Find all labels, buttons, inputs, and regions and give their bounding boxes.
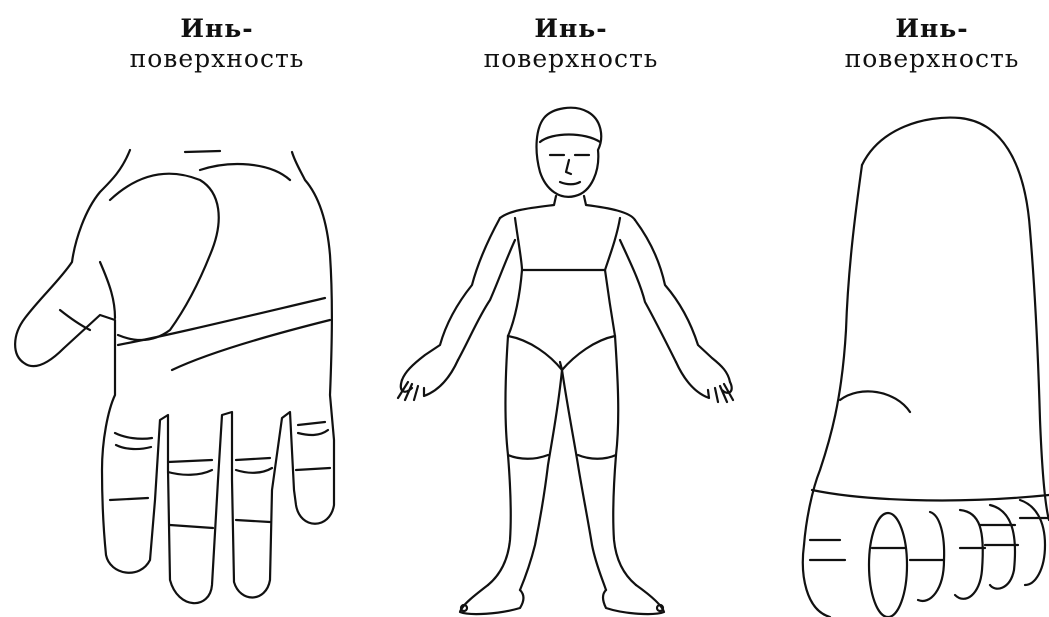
palm-of-hand-icon — [15, 150, 334, 603]
sole-of-foot-icon — [803, 118, 1049, 617]
human-body-front-icon — [398, 108, 733, 614]
